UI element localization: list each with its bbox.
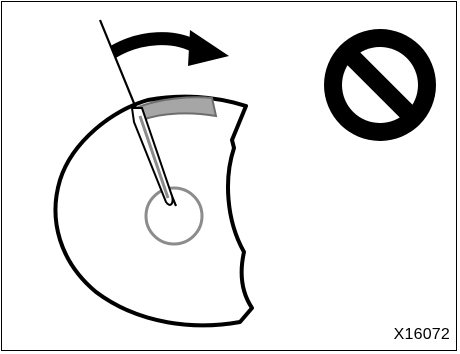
- figure-code-label: X16072: [394, 326, 450, 344]
- curved-arrow-right-icon: [113, 30, 229, 66]
- prohibition-icon: [324, 29, 436, 141]
- dial-disc: [56, 97, 253, 326]
